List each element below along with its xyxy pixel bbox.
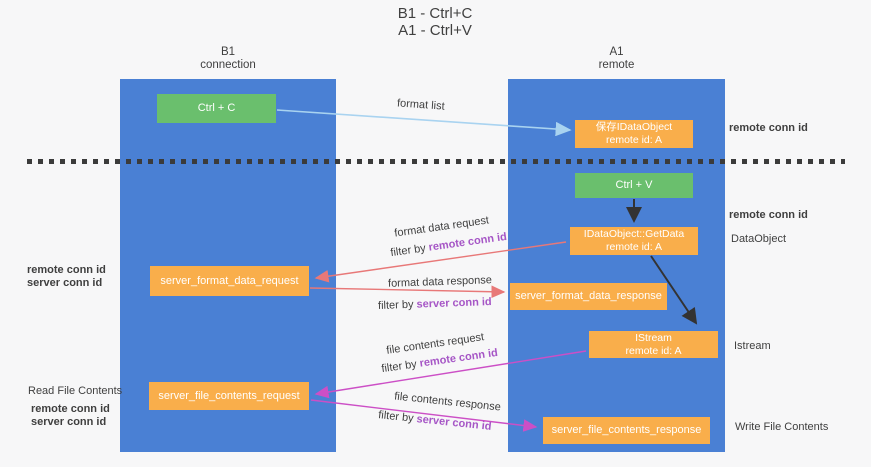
side-label-dataobject: DataObject (731, 233, 787, 245)
filter-by-text: filter by (389, 242, 427, 260)
remote-conn-id-text: remote conn id (427, 230, 508, 254)
node-server-file-contents-request: server_file_contents_request (149, 382, 309, 410)
node-istream: IStream remote id: A (589, 331, 718, 358)
node-save-line2: remote id: A (605, 134, 663, 146)
lane-a1-name: A1 (609, 46, 624, 58)
filter-by-text: filter by (377, 409, 415, 425)
title-line-1: B1 - Ctrl+C (397, 5, 473, 22)
lane-b1-subtitle: connection (200, 59, 256, 71)
node-save-line1: 保存IDataObject (595, 121, 673, 133)
side-label-read-file-contents: Read File Contents (28, 385, 123, 397)
server-conn-id-text: server conn id (415, 413, 492, 433)
node-sfc-req-label: server_file_contents_request (158, 389, 300, 402)
edge-label-format-data-response: format data response (387, 274, 493, 290)
side-label-istream: Istream (734, 340, 771, 352)
node-ctrl-c: Ctrl + C (157, 94, 276, 123)
node-ctrl-c-label: Ctrl + C (197, 102, 236, 114)
node-server-format-data-response: server_format_data_response (510, 283, 667, 310)
side-label-left-remote-conn-id-1: remote conn id (27, 264, 106, 276)
node-sfc-resp-label: server_file_contents_response (551, 424, 702, 436)
node-server-file-contents-response: server_file_contents_response (543, 417, 710, 444)
server-conn-id-text: server conn id (416, 296, 492, 311)
title-line-2: A1 - Ctrl+V (398, 22, 472, 39)
side-label-remote-conn-id-mid: remote conn id (729, 209, 808, 221)
side-label-left-server-conn-id-1: server conn id (27, 277, 103, 289)
side-label-remote-conn-id-top: remote conn id (729, 122, 808, 134)
node-server-format-data-request: server_format_data_request (150, 266, 309, 296)
edge-label-file-contents-response: file contents response (393, 390, 502, 414)
side-label-left-server-conn-id-2: server conn id (31, 416, 107, 428)
node-istream-line2: remote id: A (625, 344, 682, 357)
node-idataobject-getdata: IDataObject::GetData remote id: A (570, 227, 698, 255)
node-sfd-req-label: server_format_data_request (160, 274, 299, 287)
node-getdata-line1: IDataObject::GetData (583, 228, 685, 240)
filter-by-text: filter by (380, 358, 418, 376)
edge-label-format-list: format list (396, 97, 446, 113)
node-ctrl-v-label: Ctrl + V (615, 179, 653, 191)
lane-b1-name: B1 (220, 46, 236, 58)
filter-by-text: filter by (377, 298, 414, 312)
node-save-idataobject: 保存IDataObject remote id: A (575, 120, 693, 148)
side-label-write-file-contents: Write File Contents (735, 421, 829, 433)
node-getdata-line2: remote id: A (605, 241, 663, 253)
lane-header-a1: A1 remote (508, 46, 725, 72)
node-sfd-resp-label: server_format_data_response (515, 290, 662, 302)
lane-a1-subtitle: remote (598, 59, 635, 71)
side-label-left-remote-conn-id-2: remote conn id (31, 403, 110, 415)
node-ctrl-v: Ctrl + V (575, 173, 693, 198)
dashed-separator-line (27, 159, 845, 164)
node-istream-line1: IStream (635, 331, 672, 344)
diagram-title: B1 - Ctrl+C A1 - Ctrl+V (300, 5, 570, 39)
lane-header-b1: B1 connection (120, 46, 336, 72)
